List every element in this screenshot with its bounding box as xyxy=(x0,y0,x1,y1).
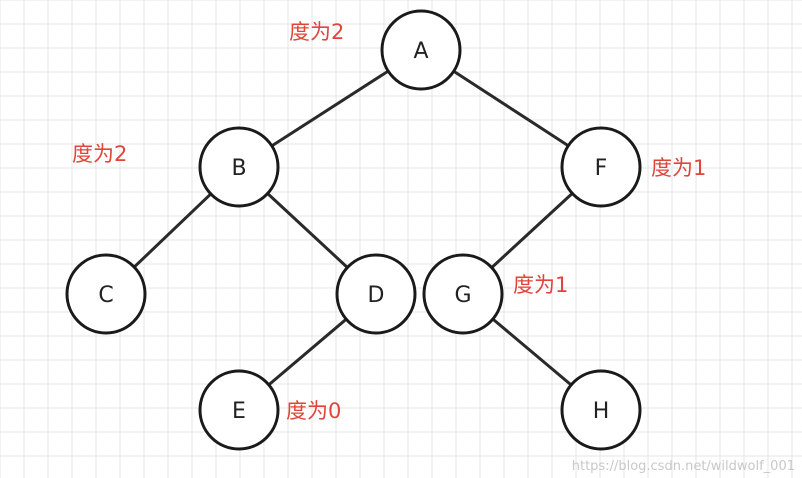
node-label: G xyxy=(454,283,471,308)
edge-F-G xyxy=(490,191,574,270)
edge-G-H xyxy=(491,317,573,387)
node-circle xyxy=(65,253,147,335)
node-circle xyxy=(335,253,417,335)
edge-B-C xyxy=(132,192,213,269)
tree-node-C: C xyxy=(65,253,147,335)
node-label: D xyxy=(368,283,385,308)
watermark-text: https://blog.csdn.net/wildwolf_001 xyxy=(572,459,795,474)
node-circle xyxy=(560,126,642,208)
edge-A-B xyxy=(270,69,390,148)
degree-annotation-G: 度为1 xyxy=(513,273,568,297)
node-label: E xyxy=(232,399,246,424)
degree-annotation-F: 度为1 xyxy=(651,156,706,180)
edge-A-F xyxy=(452,69,570,148)
tree-node-E: E xyxy=(198,369,280,451)
node-circle xyxy=(198,369,280,451)
tree-node-D: D xyxy=(335,253,417,335)
tree-node-F: F xyxy=(560,126,642,208)
degree-annotation-A: 度为2 xyxy=(289,20,344,44)
edge-D-E xyxy=(267,317,348,387)
node-label: H xyxy=(593,399,610,424)
node-circle xyxy=(422,253,504,335)
annotations-layer: 度为2 度为2 度为1 度为1 度为0 xyxy=(72,20,706,423)
nodes-layer: A B F C D G E H xyxy=(65,9,642,451)
edges-layer xyxy=(132,69,574,387)
edge-B-D xyxy=(266,192,349,269)
node-circle xyxy=(198,126,280,208)
node-circle xyxy=(380,9,462,91)
degree-annotation-E: 度为0 xyxy=(286,399,341,423)
node-label: F xyxy=(595,156,608,181)
node-label: A xyxy=(413,39,428,64)
degree-annotation-B: 度为2 xyxy=(72,142,127,166)
tree-node-G: G xyxy=(422,253,504,335)
tree-node-A: A xyxy=(380,9,462,91)
node-label: B xyxy=(231,156,246,181)
node-label: C xyxy=(98,283,113,308)
node-circle xyxy=(560,369,642,451)
tree-node-H: H xyxy=(560,369,642,451)
tree-node-B: B xyxy=(198,126,280,208)
